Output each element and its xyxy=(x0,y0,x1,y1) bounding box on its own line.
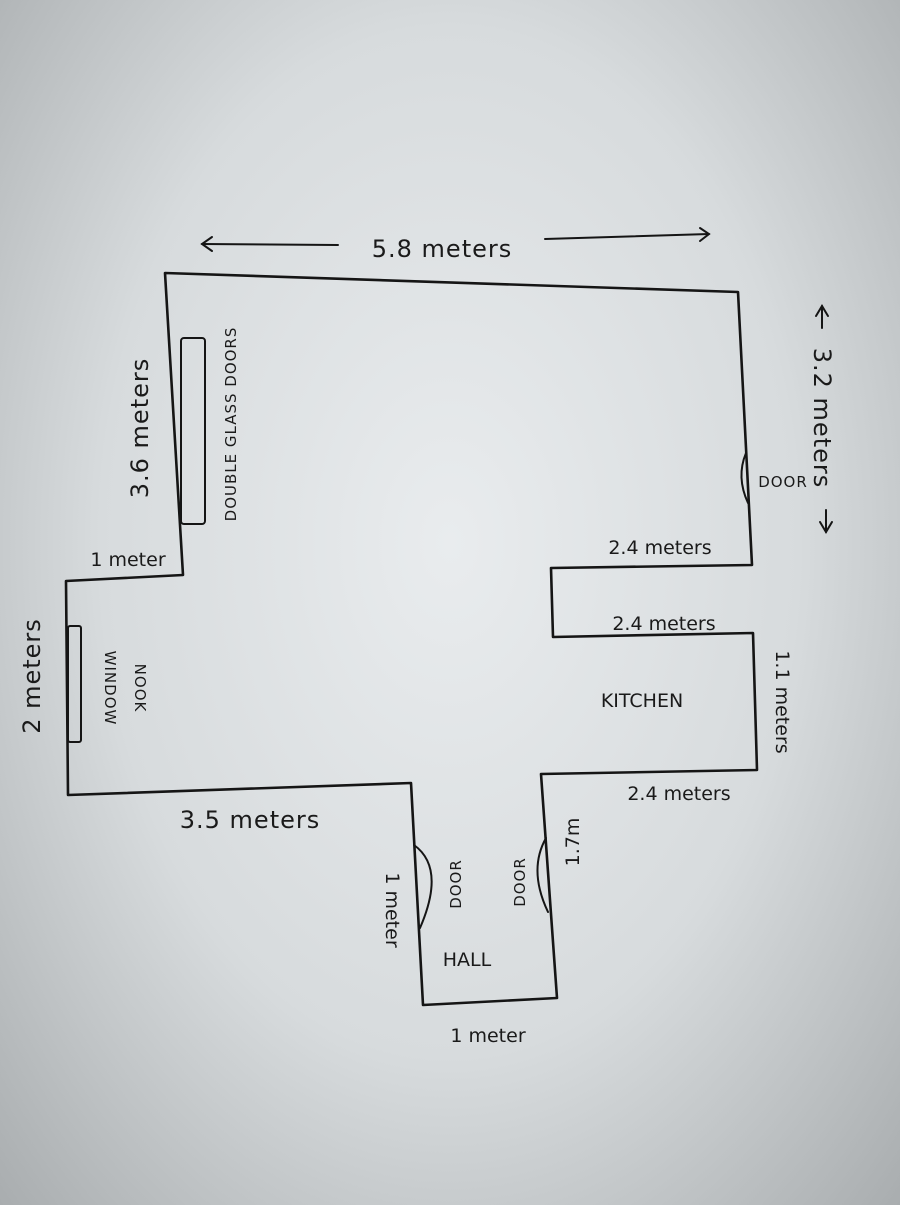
hall-room-label: HALL xyxy=(443,949,492,971)
kitchen-top-dimension: 2.4 meters xyxy=(612,613,715,635)
hall-left-door-label: DOOR xyxy=(447,859,465,909)
right-step-dimension: 2.4 meters xyxy=(608,537,711,559)
bottom-left-dimension: 3.5 meters xyxy=(180,806,321,834)
right-door-mark xyxy=(740,452,749,504)
double-glass-doors-mark xyxy=(180,337,206,525)
hall-right-dimension: 1.7m xyxy=(562,818,584,867)
hall-bottom-dimension: 1 meter xyxy=(450,1025,525,1047)
right-door-label: DOOR xyxy=(758,473,808,491)
right-height-label: 3.2 meters xyxy=(808,348,836,489)
hall-left-dimension: 1 meter xyxy=(381,872,403,947)
double-glass-doors-label: DOUBLE GLASS DOORS xyxy=(222,327,240,522)
left-step-dimension: 1 meter xyxy=(90,549,165,571)
window-mark xyxy=(67,625,82,743)
floor-plan-outline xyxy=(64,271,759,1007)
top-width-arrow xyxy=(200,227,711,252)
kitchen-height-dimension: 1.1 meters xyxy=(771,650,793,753)
hall-left-door-mark xyxy=(413,844,433,929)
hall-right-door-label: DOOR xyxy=(511,857,529,907)
kitchen-bottom-dimension: 2.4 meters xyxy=(627,783,730,805)
kitchen-room-label: KITCHEN xyxy=(601,690,683,712)
nook-height-dimension: 2 meters xyxy=(18,618,46,734)
nook-label: NOOK xyxy=(131,664,149,713)
top-width-label: 5.8 meters xyxy=(372,235,513,263)
window-label: WINDOW xyxy=(101,651,119,726)
right-height-arrow xyxy=(815,304,833,534)
hall-right-door-mark xyxy=(536,837,549,913)
left-upper-dimension: 3.6 meters xyxy=(126,358,154,499)
